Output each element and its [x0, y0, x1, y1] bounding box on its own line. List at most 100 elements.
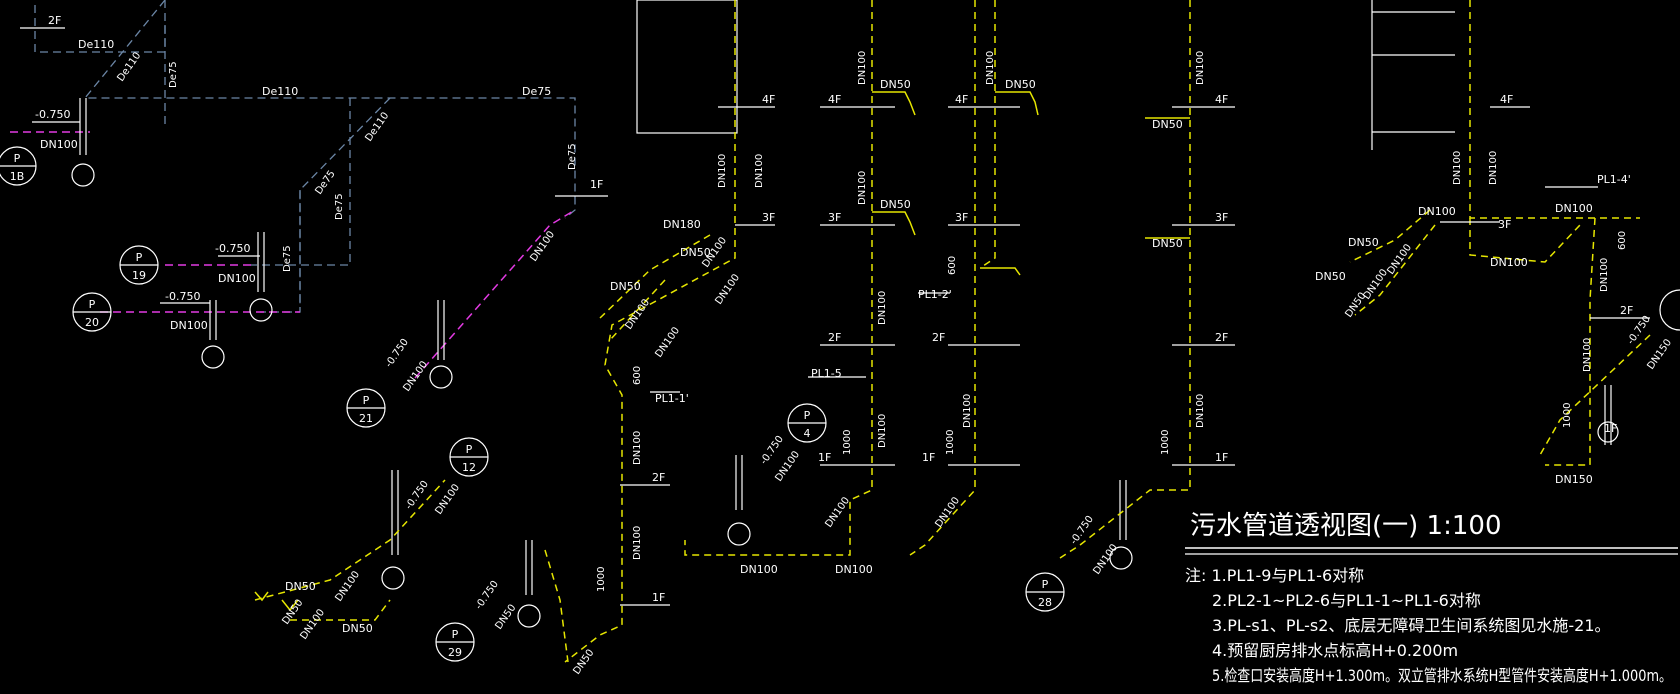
- marker-letter: P: [466, 443, 473, 456]
- pipe-label-dn100: DN100: [170, 319, 208, 332]
- pipe-label-dn100: DN100: [1488, 151, 1499, 185]
- riser-label: PL1-1': [655, 392, 689, 405]
- pipe-label-dn100: DN100: [985, 51, 996, 85]
- riser-label: PL1-5: [811, 367, 842, 380]
- pipe-label-dn50: DN50: [610, 280, 641, 293]
- marker-20[interactable]: P 20: [72, 292, 112, 332]
- riser-label: PL1-4': [1597, 173, 1631, 186]
- elevation-label: -0.750: [758, 434, 786, 467]
- pipe-label-dn50: DN50: [342, 622, 373, 635]
- floor-label-2f: 2F: [828, 331, 841, 344]
- branch-pipes-bottom-left: [254, 479, 569, 663]
- pipe-label-dn100: DN100: [717, 154, 728, 188]
- pipe-label-dn50: DN50: [1152, 237, 1183, 250]
- pipe-label-dn100: DN100: [632, 431, 643, 465]
- title-block: 污水管道透视图(一) 1:100: [1185, 511, 1678, 555]
- dimension-1000: 1000: [1562, 403, 1573, 428]
- riser-pl1-4: [1349, 0, 1651, 466]
- floor-label-2f: 2F: [1620, 304, 1633, 317]
- pipe-label-dn100: DN100: [1452, 151, 1463, 185]
- marker-29[interactable]: P 29: [435, 622, 475, 662]
- marker-number: 28: [1038, 596, 1052, 609]
- pipe-label-dn100: DN100: [1582, 338, 1593, 372]
- floor-label-3f: 3F: [762, 211, 775, 224]
- marker-number: 12: [462, 461, 476, 474]
- dimension-1000: 1000: [945, 430, 956, 455]
- marker-letter: P: [1042, 578, 1049, 591]
- pipe-label-dn100: DN100: [1091, 542, 1120, 576]
- marker-number: 29: [448, 646, 462, 659]
- pipe-label-dn100: DN100: [528, 229, 557, 263]
- riser-pl1-1: [564, 0, 775, 663]
- pipe-label-dn100: DN100: [1490, 256, 1528, 269]
- pipe-label-dn100: DN100: [218, 272, 256, 285]
- marker-19[interactable]: P 19: [119, 245, 159, 285]
- pipe-label-de75: De75: [567, 143, 578, 170]
- floor-label-2f: 2F: [932, 331, 945, 344]
- riser-center-right: [1059, 0, 1235, 559]
- dimension-1000: 1000: [596, 567, 607, 592]
- marker-letter: P: [804, 409, 811, 422]
- note-line: 4.预留厨房排水点标高H+0.200m: [1212, 641, 1458, 660]
- notes-block: 注: 1.PL1-9与PL1-6对称 2.PL2-1~PL2-6与PL1-1~P…: [1185, 566, 1672, 685]
- pipe-label-de75: De75: [282, 245, 293, 272]
- pipe-label-de110: De110: [78, 38, 114, 51]
- pipe-label-dn150: DN150: [1555, 473, 1593, 486]
- marker-28[interactable]: P 28: [1025, 572, 1065, 612]
- marker-21[interactable]: P 21: [346, 388, 386, 428]
- pipe-label-dn100: DN100: [1195, 51, 1206, 85]
- marker-letter: P: [14, 152, 21, 165]
- pipe-label-dn100: DN100: [773, 449, 802, 483]
- dimension-1000: 1000: [842, 430, 853, 455]
- pipe-label-dn150: DN150: [1645, 337, 1674, 371]
- elevation-marks: [32, 121, 260, 304]
- pipe-label-dn50: DN50: [285, 580, 316, 593]
- pipe-label-dn100: DN100: [740, 563, 778, 576]
- elevation-label: -0.750: [1068, 514, 1096, 547]
- elevation-label: -0.750: [35, 108, 70, 121]
- pipe-label-dn50: DN50: [1343, 291, 1368, 320]
- pipe-label-dn50: DN50: [1005, 78, 1036, 91]
- floor-label-3f: 3F: [1498, 218, 1511, 231]
- dimension-600: 600: [1617, 231, 1628, 250]
- elevation-label: -0.750: [473, 579, 501, 612]
- floor-label-2f: 2F: [1215, 331, 1228, 344]
- marker-number: 20: [85, 316, 99, 329]
- pipe-label-dn50: DN50: [571, 648, 596, 677]
- drawing-title: 污水管道透视图(一) 1:100: [1190, 511, 1501, 541]
- pipe-label-dn100: DN100: [877, 414, 888, 448]
- marker-4[interactable]: P 4: [787, 403, 827, 443]
- note-line: 5.检查口安装高度H+1.300m。双立管排水系统H型管件安装高度H+1.000…: [1212, 666, 1672, 685]
- pipe-label-dn50: DN50: [1348, 236, 1379, 249]
- floor-label-1f: 1F: [1215, 451, 1228, 464]
- floor-label-3f: 3F: [1215, 211, 1228, 224]
- marker-12[interactable]: P 12: [449, 437, 489, 477]
- marker-1b[interactable]: P 1B: [0, 146, 37, 186]
- pipe-label-dn100: DN100: [1599, 258, 1610, 292]
- trap-circle: [1597, 421, 1619, 443]
- pipe-label-dn100: DN100: [1418, 205, 1456, 218]
- pipe-label-dn100: DN100: [1555, 202, 1593, 215]
- elevation-label: -0.750: [165, 290, 200, 303]
- pipe-label-dn100: DN100: [632, 526, 643, 560]
- partial-marker: [1659, 289, 1680, 331]
- pipe-label-dn180: DN180: [663, 218, 701, 231]
- pipe-label-dn100: DN100: [1385, 242, 1414, 276]
- floor-label-4f: 4F: [828, 93, 841, 106]
- note-line: 注: 1.PL1-9与PL1-6对称: [1185, 566, 1364, 585]
- floor-label-1f: 1F: [590, 178, 603, 191]
- marker-number: 4: [804, 427, 811, 440]
- pipe-label-dn100: DN100: [713, 272, 742, 306]
- pipe-label-dn50: DN50: [880, 198, 911, 211]
- elevation-label: -0.750: [383, 337, 411, 370]
- marker-number: 19: [132, 269, 146, 282]
- note-line: 2.PL2-1~PL2-6与PL1-1~PL1-6对称: [1212, 591, 1481, 610]
- marker-number: 21: [359, 412, 373, 425]
- pipe-label-de75: De75: [334, 193, 345, 220]
- marker-number: 1B: [10, 170, 25, 183]
- floor-label-2f: 2F: [652, 471, 665, 484]
- floor-label-4f: 4F: [762, 93, 775, 106]
- pipe-label-dn100: DN100: [298, 607, 327, 641]
- floor-label-4f: 4F: [1500, 93, 1513, 106]
